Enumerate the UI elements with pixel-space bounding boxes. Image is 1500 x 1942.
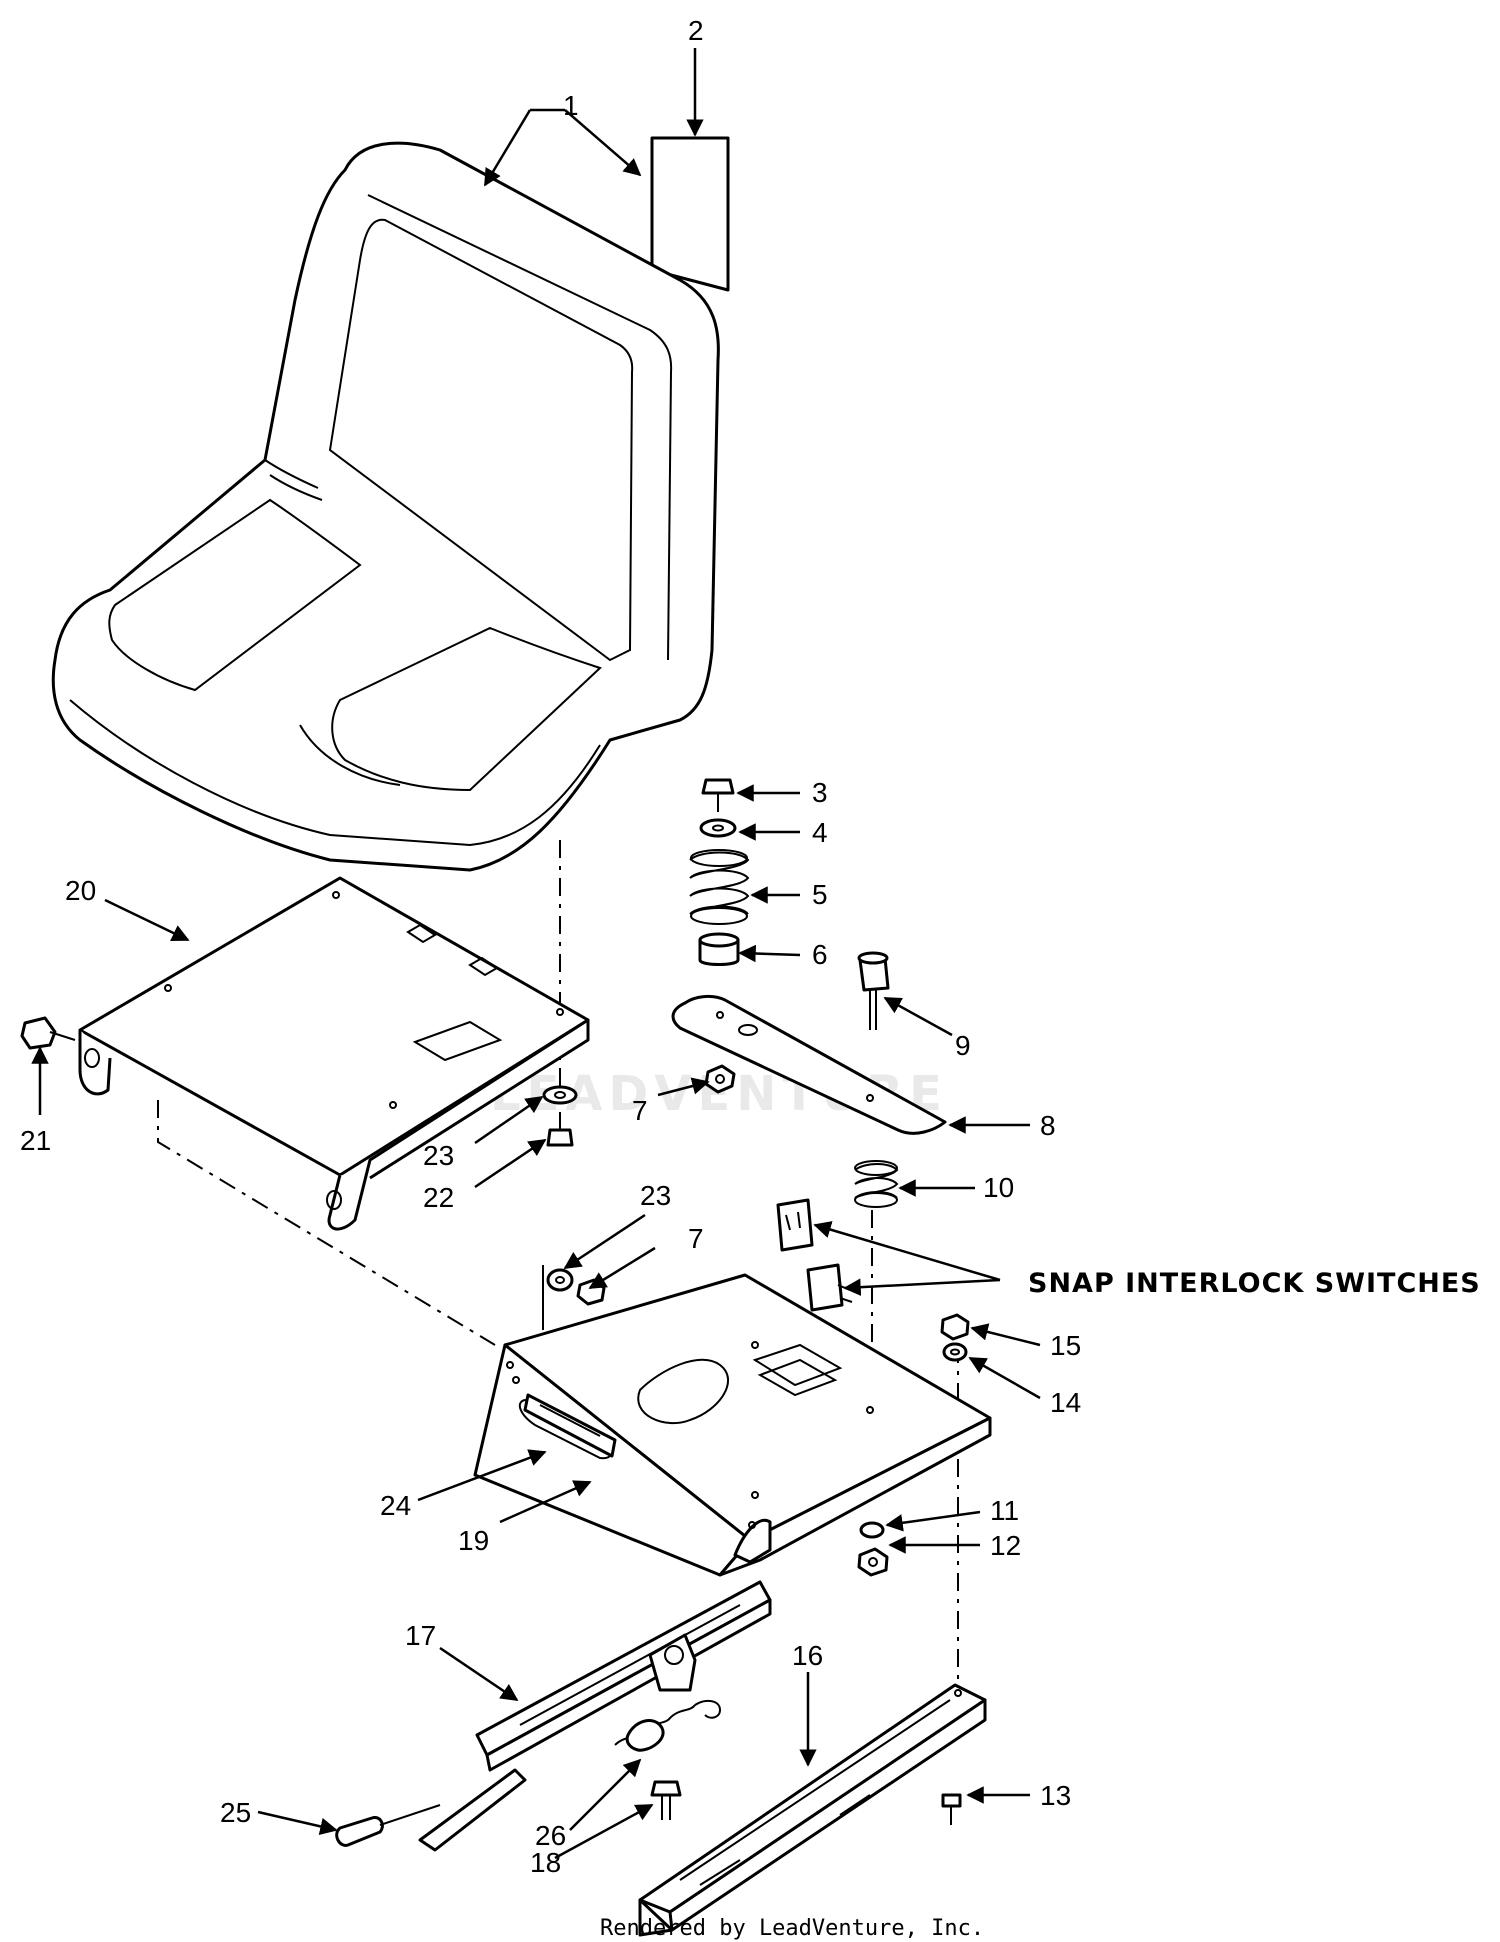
credit-text: Rendered by LeadVenture, Inc. (600, 1916, 984, 1941)
callout-10: 10 (983, 1172, 1014, 1203)
callout-6: 6 (812, 939, 828, 970)
callout-19: 19 (458, 1525, 489, 1556)
callout-11: 11 (990, 1495, 1019, 1526)
strap-part-8 (671, 994, 947, 1135)
callout-17: 17 (405, 1620, 436, 1651)
interlock-switch-upper (776, 1198, 814, 1252)
grip-part-25 (335, 1804, 441, 1847)
callout-3: 3 (812, 777, 828, 808)
nut-part-15 (940, 1313, 970, 1341)
callout-24: 24 (380, 1490, 411, 1521)
bushing-part-6 (698, 932, 740, 966)
callout-25: 25 (220, 1797, 251, 1828)
washer-part-23-left (542, 1085, 578, 1105)
callout-1: 1 (563, 90, 579, 121)
nut-part-7-lower (576, 1278, 606, 1306)
callout-16: 16 (792, 1640, 823, 1671)
bolt-part-18 (650, 1780, 682, 1820)
seat-part-1 (51, 141, 720, 872)
callout-14: 14 (1050, 1387, 1081, 1418)
callout-8: 8 (1040, 1110, 1056, 1141)
callout-21: 21 (20, 1125, 51, 1156)
nut-part-7-upper (704, 1064, 736, 1094)
slide-rail-part-16 (638, 1683, 987, 1937)
bolt-part-22 (546, 1112, 574, 1147)
callout-5: 5 (812, 879, 828, 910)
callout-23-left: 23 (423, 1140, 454, 1171)
spring-part-26 (614, 1699, 722, 1752)
callout-22: 22 (423, 1182, 454, 1213)
spring-part-10 (854, 1160, 899, 1208)
callout-9: 9 (955, 1030, 971, 1061)
decal-part-2 (650, 136, 730, 292)
bolt-part-9 (857, 951, 890, 1030)
callout-12: 12 (990, 1530, 1021, 1561)
spring-part-5 (689, 849, 750, 925)
screw-part-13 (941, 1793, 962, 1825)
seat-plate-part-20 (78, 876, 590, 1231)
callout-13: 13 (1040, 1780, 1071, 1811)
callout-26: 26 (535, 1820, 566, 1851)
callout-2: 2 (688, 15, 704, 46)
leader-lines (31, 48, 1041, 1860)
washer-part-14 (942, 1342, 968, 1362)
snap-interlock-switches-label: SNAP INTERLOCK SWITCHES (1028, 1268, 1481, 1299)
callout-23-right: 23 (640, 1180, 671, 1211)
washer-part-23-right (546, 1268, 574, 1292)
callout-4: 4 (812, 817, 828, 848)
slide-rail-part-17 (418, 1580, 772, 1852)
bolt-part-3 (701, 778, 735, 812)
alignment-line-long (157, 1100, 496, 1346)
bolt-part-21 (20, 1016, 76, 1050)
nut-part-12 (857, 1547, 889, 1577)
callout-labels: 1 2 3 4 5 6 7 8 9 10 11 12 13 14 15 16 1… (20, 15, 1481, 1878)
callout-7-lower: 7 (688, 1223, 704, 1254)
callout-15: 15 (1050, 1330, 1081, 1361)
adjuster-part-24 (523, 1393, 617, 1458)
callout-18: 18 (530, 1847, 561, 1878)
callout-7-upper: 7 (632, 1095, 648, 1126)
washer-part-4 (699, 818, 737, 838)
callout-20: 20 (65, 875, 96, 906)
washer-part-11 (859, 1521, 885, 1539)
